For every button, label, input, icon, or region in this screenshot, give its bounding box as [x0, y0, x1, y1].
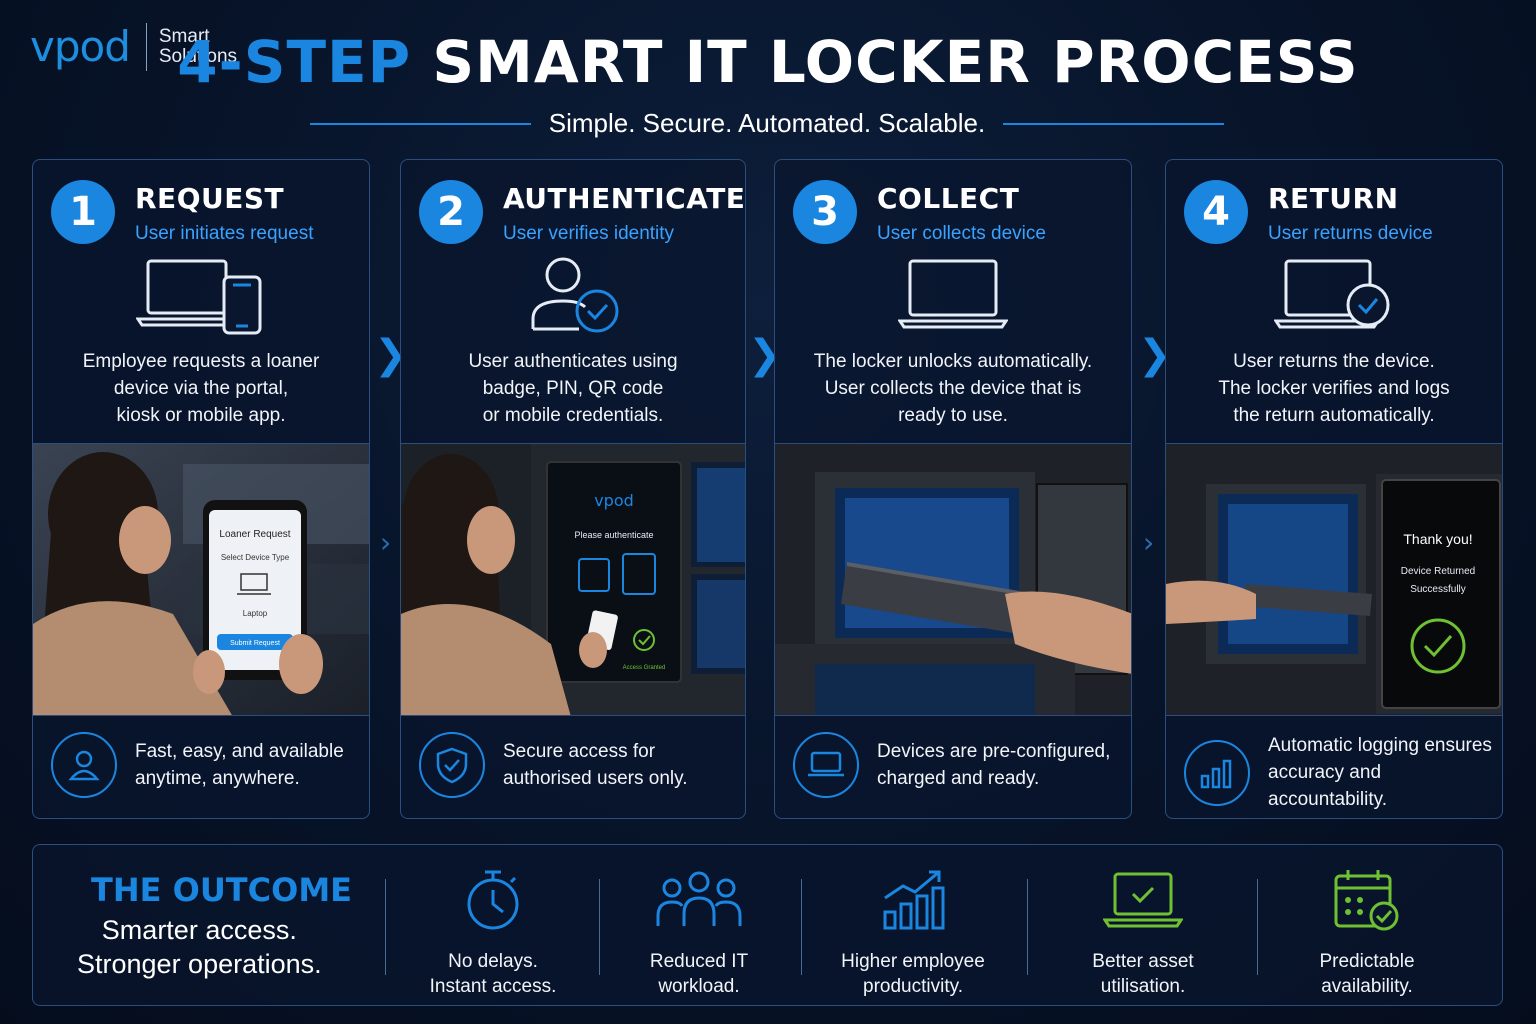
collect-photo — [775, 443, 1131, 716]
divider — [801, 879, 802, 975]
step-number: 3 — [793, 180, 857, 244]
outcome-item-reduced-workload: Reduced IT workload. — [599, 867, 799, 999]
step-benefit: Secure access for authorised users only. — [503, 741, 688, 789]
outcome-panel: THE OUTCOME Smarter access. Stronger ope… — [32, 844, 1503, 1006]
step-title: REQUEST — [135, 182, 285, 215]
logo-divider — [145, 22, 147, 71]
step-benefit: Automatic logging ensures accuracy and a… — [1268, 735, 1492, 810]
shield-check-icon — [419, 732, 485, 798]
step-header: 3 COLLECT User collects device — [793, 180, 1046, 245]
step-card-authenticate: 2 AUTHENTICATE User verifies identity Us… — [400, 159, 746, 819]
tagline: Simple. Secure. Automated. Scalable. — [548, 108, 986, 138]
outcome-item-availability: Predictable availability. — [1267, 867, 1467, 999]
tagline-row: Simple. Secure. Automated. Scalable. — [310, 108, 1224, 139]
user-check-icon — [401, 255, 745, 335]
divider — [310, 122, 531, 125]
divider — [1003, 122, 1224, 125]
phone-title: Loaner Request — [219, 529, 290, 540]
screen-line-1: Device Returned — [1401, 566, 1475, 577]
step-card-request: 1 REQUEST User initiates request Employe… — [32, 159, 370, 819]
step-title: COLLECT — [877, 182, 1020, 215]
step-subtitle: User collects device — [877, 223, 1046, 244]
page-title: 4-STEP SMART IT LOCKER PROCESS — [0, 28, 1536, 96]
growth-chart-icon — [813, 867, 1013, 933]
team-icon — [599, 867, 799, 933]
step-description: User authenticates using badge, PIN, QR … — [468, 351, 678, 426]
laptop-icon — [793, 732, 859, 798]
step-header: 2 AUTHENTICATE User verifies identity — [419, 180, 745, 245]
screen-status: Access Granted — [623, 665, 666, 671]
phone-device-label: Laptop — [243, 609, 268, 618]
step-footer: Fast, easy, and available anytime, anywh… — [51, 732, 359, 798]
step-number: 4 — [1184, 180, 1248, 244]
stopwatch-icon — [393, 867, 593, 933]
step-card-return: 4 RETURN User returns device User return… — [1165, 159, 1503, 819]
calendar-check-icon — [1267, 867, 1467, 933]
outcome-subtitle: Smarter access. Stronger operations. — [77, 915, 322, 979]
step-number: 1 — [51, 180, 115, 244]
step-benefit: Devices are pre-configured, charged and … — [877, 741, 1111, 789]
phone-select-label: Select Device Type — [221, 553, 290, 562]
step-footer: Automatic logging ensures accuracy and a… — [1184, 732, 1492, 813]
laptop-check-icon — [1043, 867, 1243, 933]
divider — [1027, 879, 1028, 975]
return-photo: Thank you! Device Returned Successfully — [1166, 443, 1502, 716]
step-title: RETURN — [1268, 182, 1399, 215]
logo-wordmark: vpod — [30, 22, 131, 71]
laptop-phone-icon — [33, 255, 369, 335]
step-header: 4 RETURN User returns device — [1184, 180, 1433, 245]
title-accent: 4-STEP — [177, 28, 412, 96]
screen-prompt: Please authenticate — [574, 530, 653, 540]
screen-logo: vpod — [594, 491, 634, 510]
step-number: 2 — [419, 180, 483, 244]
step-description: The locker unlocks automatically. User c… — [813, 351, 1093, 426]
step-description: Employee requests a loaner device via th… — [82, 351, 320, 426]
chevron-right-icon: › — [380, 526, 392, 559]
brand-logo: vpod Smart Solutions — [30, 22, 237, 71]
step-benefit: Fast, easy, and available anytime, anywh… — [135, 741, 344, 789]
screen-thanks: Thank you! — [1403, 531, 1472, 547]
title-rest: SMART IT LOCKER PROCESS — [432, 28, 1359, 96]
user-icon — [51, 732, 117, 798]
step-description: User returns the device. The locker veri… — [1218, 351, 1450, 426]
step-footer: Devices are pre-configured, charged and … — [793, 732, 1121, 798]
outcome-title: THE OUTCOME — [91, 871, 353, 909]
laptop-check-icon — [1166, 255, 1502, 331]
bar-chart-icon — [1184, 739, 1250, 806]
step-header: 1 REQUEST User initiates request — [51, 180, 313, 245]
screen-line-2: Successfully — [1410, 584, 1466, 595]
laptop-icon — [775, 255, 1131, 331]
outcome-item-no-delays: No delays. Instant access. — [393, 867, 593, 999]
chevron-right-icon: › — [1143, 526, 1155, 559]
step-footer: Secure access for authorised users only. — [419, 732, 735, 798]
step-subtitle: User initiates request — [135, 223, 314, 244]
outcome-item-productivity: Higher employee productivity. — [813, 867, 1013, 999]
divider — [599, 879, 600, 975]
logo-subtitle: Smart Solutions — [158, 25, 238, 67]
step-subtitle: User verifies identity — [503, 223, 675, 244]
step-title: AUTHENTICATE — [503, 182, 746, 215]
outcome-item-asset-utilisation: Better asset utilisation. — [1043, 867, 1243, 999]
authenticate-photo: vpod Please authenticate Access Granted — [401, 443, 745, 716]
divider — [385, 879, 386, 975]
step-subtitle: User returns device — [1268, 223, 1433, 244]
request-photo: Loaner Request Select Device Type Laptop… — [33, 443, 369, 716]
divider — [1257, 879, 1258, 975]
phone-submit-button: Submit Request — [230, 640, 280, 647]
step-card-collect: 3 COLLECT User collects device The locke… — [774, 159, 1132, 819]
